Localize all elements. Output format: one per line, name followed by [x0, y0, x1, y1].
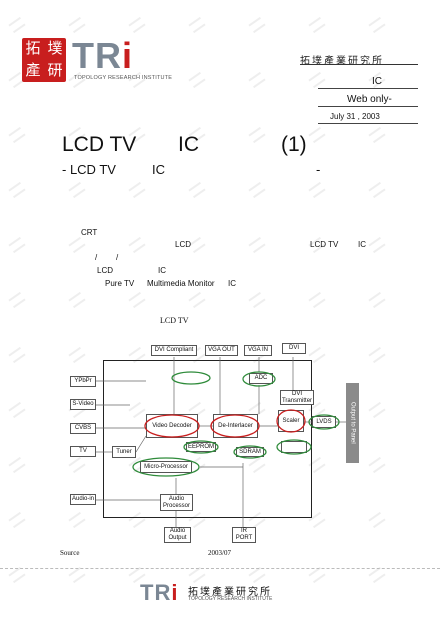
system-frame: [103, 360, 312, 518]
block-micro-processor: Micro-Processor: [140, 461, 192, 473]
connector: [135, 435, 147, 453]
body-ic: IC: [358, 240, 366, 249]
header-rule: [318, 88, 418, 89]
input-tv: TV: [70, 446, 96, 457]
page-subtitle: - LCD TV IC -: [62, 162, 322, 178]
green-oval: [132, 457, 200, 477]
seal-char: 拓: [25, 39, 41, 57]
red-oval: [276, 409, 306, 433]
page-title: LCD TV IC (1): [62, 133, 322, 159]
body-crt: CRT: [81, 228, 98, 237]
body-multimedia: Multimedia Monitor: [147, 279, 215, 288]
footer-org-cn: 拓墣產業研究所: [188, 587, 272, 598]
subtitle-lcd-tv: - LCD TV: [62, 162, 116, 177]
header-rule: [318, 123, 418, 124]
block-ir-port: IR PORT: [232, 527, 256, 543]
green-oval: [308, 414, 340, 430]
body-ic-2: IC: [158, 266, 166, 275]
tri-wordmark: TRi: [72, 35, 134, 76]
org-name-cn: 拓墣產業研究所: [300, 56, 384, 67]
output-to-panel: Output to Panel: [346, 383, 359, 463]
seal-char: 墣: [47, 39, 63, 57]
logo-subtitle: TOPOLOGY RESEARCH INSTITUTE: [74, 75, 173, 81]
title-part: (1): [281, 133, 307, 156]
subtitle-dash: -: [316, 162, 321, 177]
green-oval: [171, 371, 211, 385]
body-slash: /: [116, 253, 119, 262]
input-svideo: S-Video: [70, 399, 96, 410]
block-vga-out: VGA OUT: [205, 345, 238, 356]
green-oval: [183, 440, 219, 454]
header-divider: [300, 64, 418, 65]
source-date: 2003/07: [208, 549, 231, 557]
footer-divider: [0, 568, 440, 569]
tri-logo: 拓 墣 產 研 TRi TOPOLOGY RESEARCH INSTITUTE: [22, 35, 173, 84]
body-pure-tv: Pure TV: [105, 279, 135, 288]
header-ic: IC: [372, 76, 382, 87]
seal-char: 研: [47, 61, 63, 79]
body-lcd: LCD: [175, 240, 192, 249]
block-adc: ADC: [249, 373, 273, 384]
block-vga-in: VGA IN: [244, 345, 272, 356]
block-lvds: LVDS: [312, 416, 336, 428]
block-dvi-compliant: DVI Compliant: [151, 345, 197, 356]
input-audio-in: Audio-in: [70, 494, 96, 505]
input-cvbs: CVBS: [70, 423, 96, 434]
body-slash: /: [95, 253, 98, 262]
green-oval: [276, 439, 312, 455]
block-tuner: Tuner: [112, 446, 136, 458]
input-ypbpr: YPbPr: [70, 376, 96, 387]
block-audio-output: Audio Output: [164, 527, 191, 543]
source-label: Source: [60, 549, 80, 557]
block-empty: [281, 441, 307, 453]
body-ic-3: IC: [228, 279, 236, 288]
block-dvi: DVI: [282, 343, 306, 354]
body-lcd-2: LCD: [97, 266, 114, 275]
footer-subtitle: TOPOLOGY RESEARCH INSTITUTE: [188, 596, 273, 602]
block-audio-processor: Audio Processor: [160, 494, 193, 511]
green-oval: [233, 445, 267, 459]
block-eeprom: EEPROM: [186, 442, 216, 452]
block-sdram: SDRAM: [236, 447, 264, 457]
footer-logo: TRi 拓墣產業研究所 TOPOLOGY RESEARCH INSTITUTE: [140, 582, 320, 606]
subtitle-ic: IC: [152, 162, 165, 177]
seal-char: 產: [25, 61, 41, 79]
red-oval: [210, 414, 260, 438]
title-lcd-tv: LCD TV: [62, 133, 137, 156]
green-oval: [242, 371, 276, 387]
header-rule: [318, 106, 418, 107]
red-oval: [144, 414, 200, 438]
block-dvi-transmitter: DVI Transmitter: [280, 390, 314, 405]
tri-seal: 拓 墣 產 研: [22, 38, 66, 82]
header-web-only: Web only-: [347, 94, 392, 105]
figure-caption: LCD TV: [160, 316, 189, 325]
title-ic: IC: [178, 133, 199, 156]
body-lcd-tv: LCD TV: [310, 240, 339, 249]
header-date: July 31 , 2003: [330, 112, 380, 121]
footer-tri-wordmark: TRi: [140, 580, 179, 605]
